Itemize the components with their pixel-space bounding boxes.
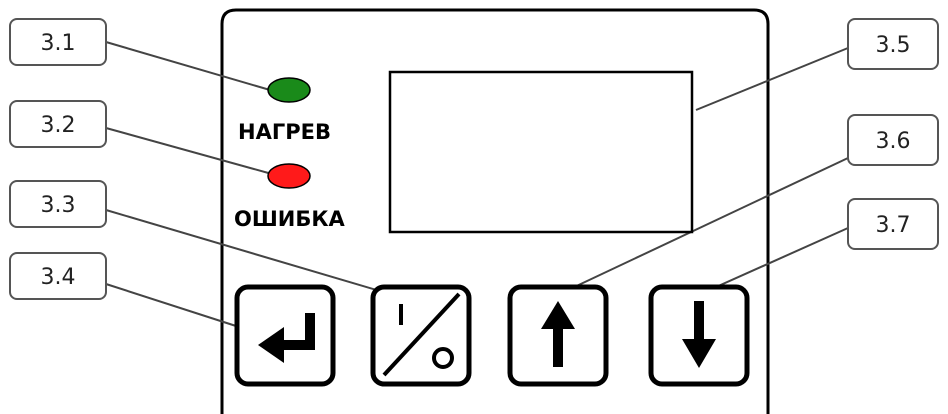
leader-3-1 — [105, 41, 271, 91]
up-button[interactable] — [507, 284, 609, 387]
enter-return-icon — [258, 313, 315, 363]
callout-label-3-2: 3.2 — [41, 113, 76, 138]
power-on-off-icon — [382, 292, 461, 377]
callout-3-3: 3.3 — [9, 180, 107, 228]
error-led — [267, 163, 311, 189]
callout-3-6: 3.6 — [847, 114, 939, 166]
leader-3-2 — [105, 127, 273, 175]
leader-3-4 — [105, 283, 237, 327]
error-label: ОШИБКА — [234, 207, 346, 231]
leader-lines — [105, 41, 849, 327]
callout-3-5: 3.5 — [847, 18, 939, 70]
power-button[interactable] — [370, 284, 472, 387]
callout-3-2: 3.2 — [9, 100, 107, 148]
arrow-down-icon — [682, 301, 716, 368]
leader-3-3 — [105, 209, 391, 295]
heat-label: НАГРЕВ — [238, 120, 331, 144]
arrow-up-icon — [541, 301, 575, 367]
callout-label-3-3: 3.3 — [41, 193, 76, 218]
callout-label-3-5: 3.5 — [876, 33, 911, 58]
leader-3-5 — [695, 47, 849, 111]
callout-label-3-6: 3.6 — [876, 129, 911, 154]
display-screen — [388, 70, 694, 234]
callout-label-3-7: 3.7 — [876, 213, 911, 238]
enter-button[interactable] — [234, 284, 336, 387]
callout-3-7: 3.7 — [847, 198, 939, 250]
down-button[interactable] — [648, 284, 750, 387]
callout-label-3-4: 3.4 — [41, 265, 76, 290]
callout-3-4: 3.4 — [9, 252, 107, 300]
leader-3-6 — [567, 157, 849, 291]
heat-led — [267, 77, 311, 103]
callout-label-3-1: 3.1 — [41, 31, 76, 56]
callout-3-1: 3.1 — [9, 18, 107, 66]
panel-outline — [220, 8, 770, 414]
